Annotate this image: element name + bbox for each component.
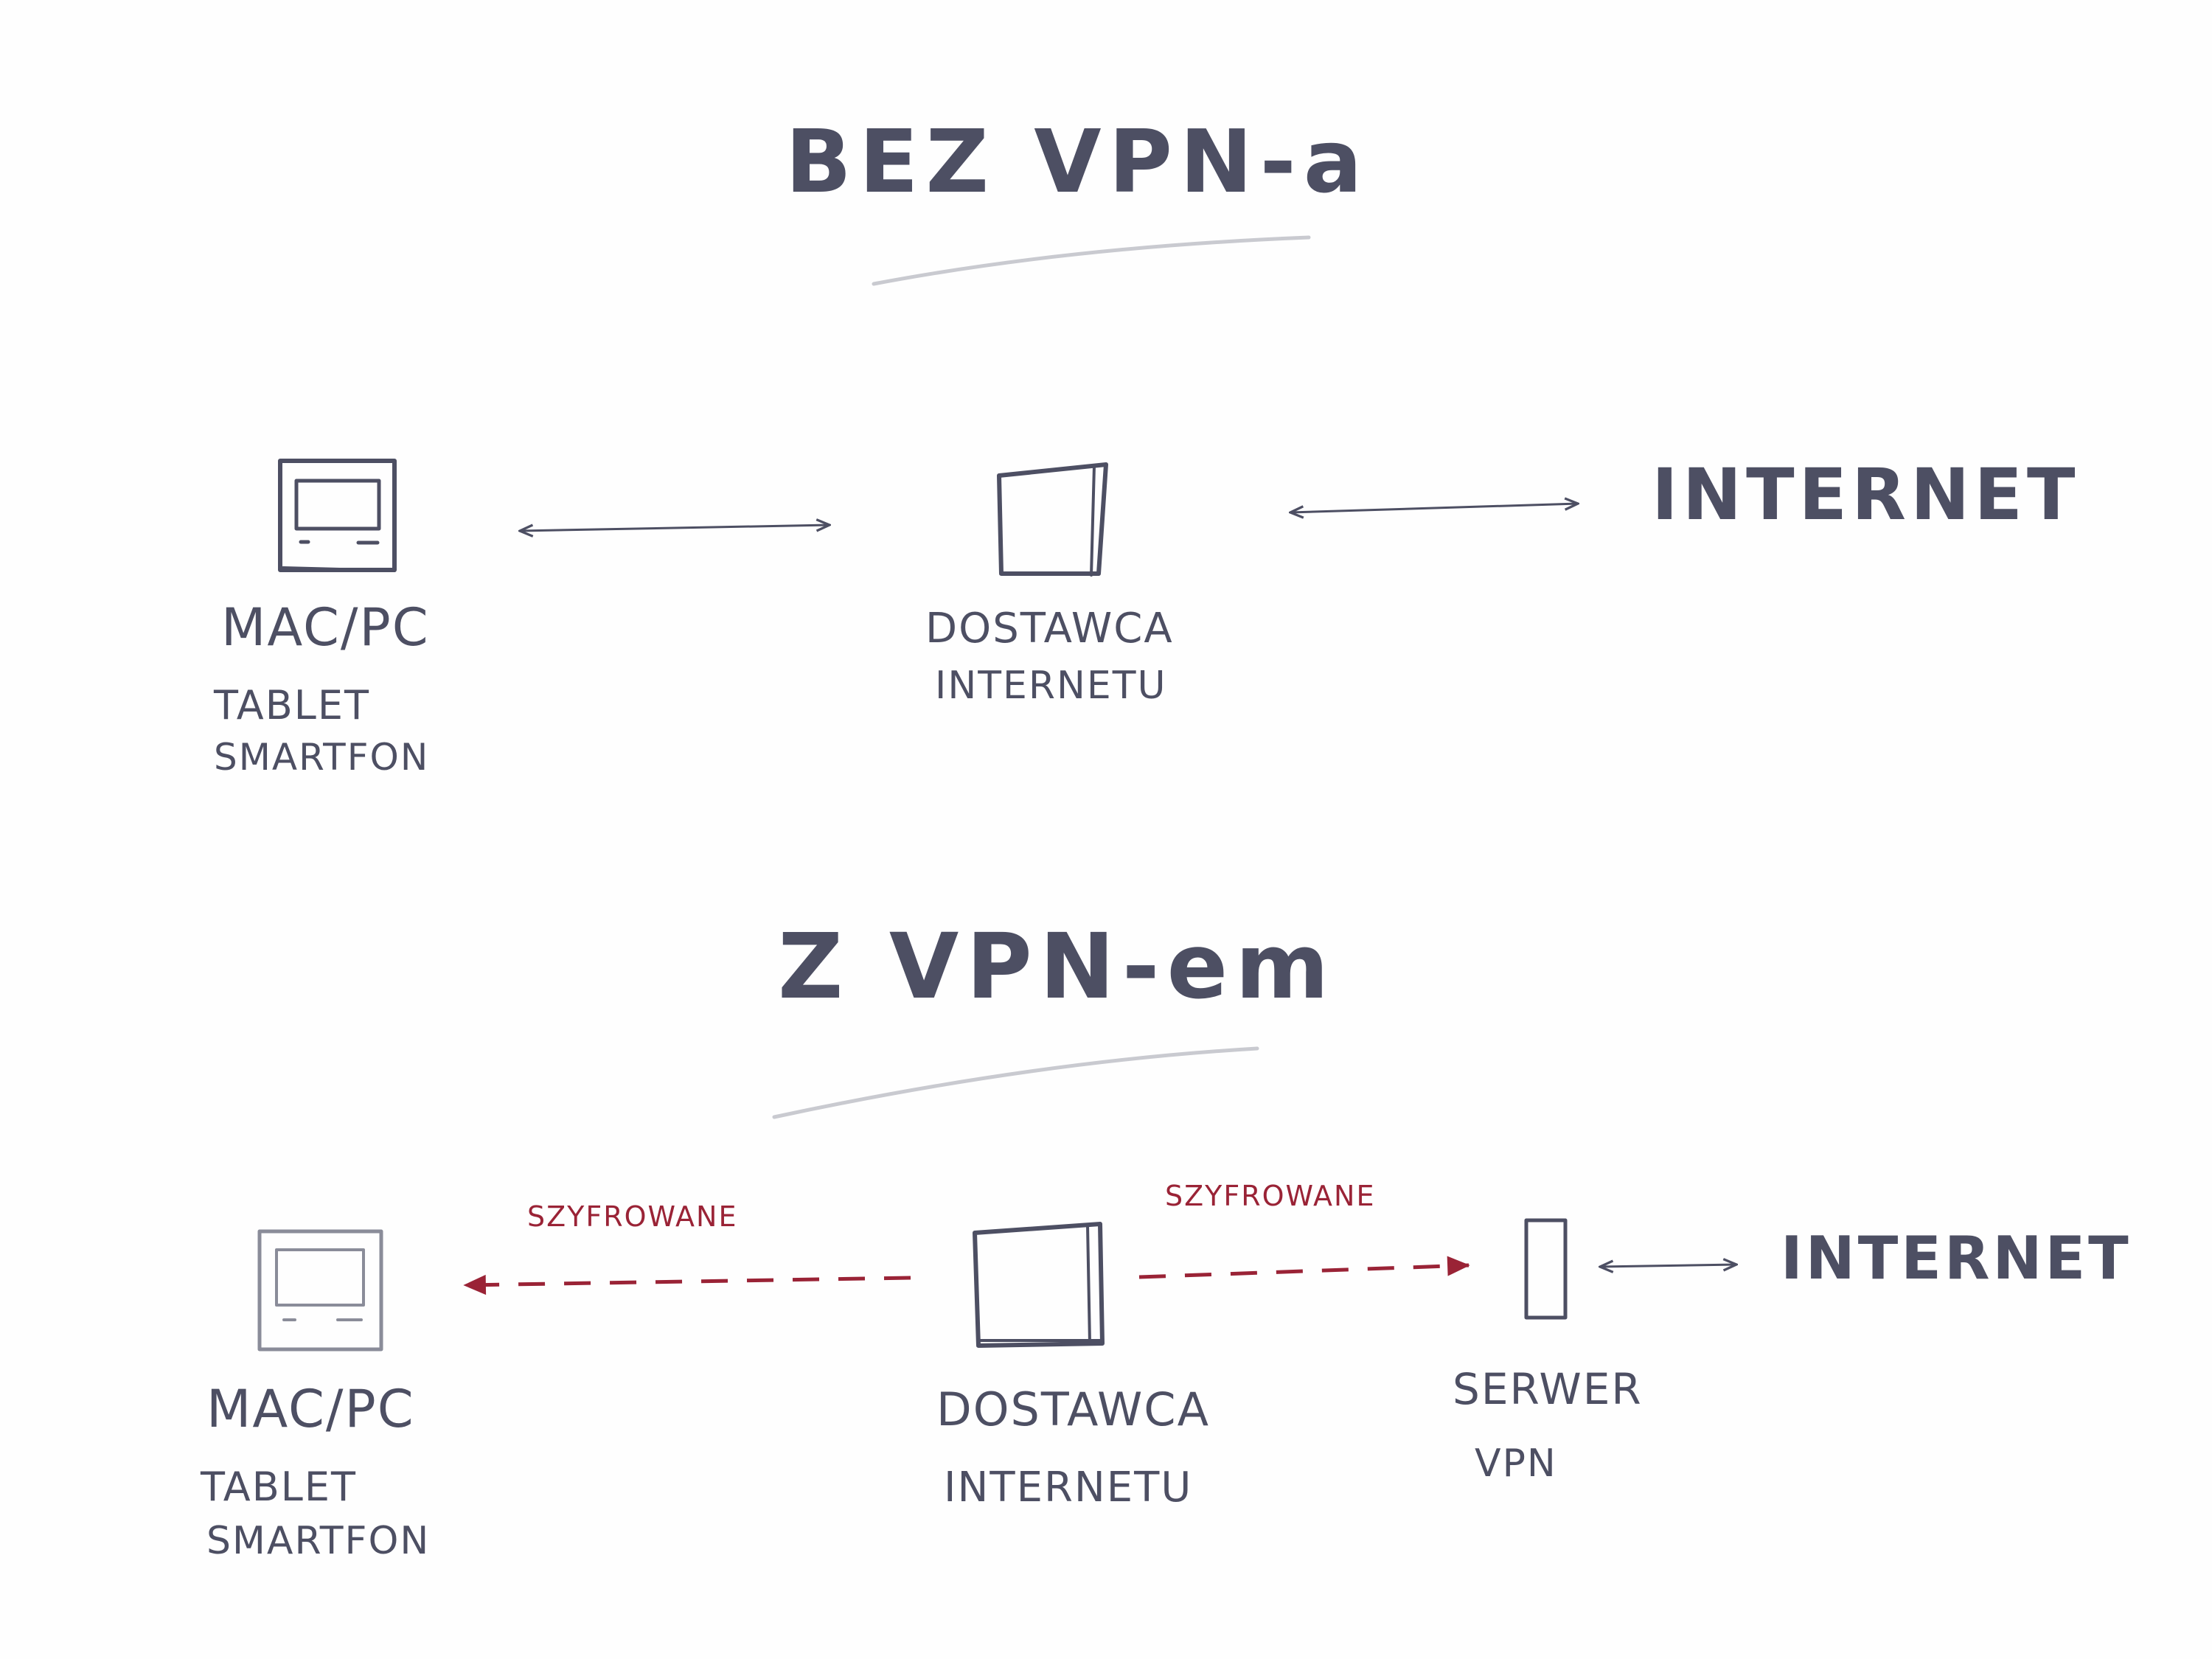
double-arrow-vpn-internet — [1600, 1265, 1736, 1267]
isp-label: INTERNETU — [935, 664, 1167, 708]
encrypted-label: SZYFROWANE — [1165, 1180, 1376, 1212]
vpn-server-label: VPN — [1475, 1441, 1557, 1486]
title-underline — [872, 235, 1311, 286]
internet-label: INTERNET — [1781, 1224, 2132, 1293]
isp-box-icon — [997, 462, 1108, 577]
vpn-server-label: SERWER — [1453, 1364, 1643, 1414]
isp-label: DOSTAWCA — [936, 1382, 1210, 1436]
section-title-without-vpn: BEZ VPN-a — [785, 111, 1370, 212]
isp-box-icon — [973, 1222, 1105, 1348]
device-sublabel: SMARTFON — [214, 736, 430, 779]
device-sublabel: SMARTFON — [206, 1519, 431, 1563]
title-underline — [772, 1046, 1259, 1119]
double-arrow-device-isp — [520, 525, 830, 531]
section-title-with-vpn: Z VPN-em — [778, 914, 1337, 1019]
computer-icon — [257, 1229, 383, 1352]
isp-label: DOSTAWCA — [925, 605, 1174, 653]
vpn-server-icon — [1524, 1218, 1568, 1320]
device-label: MAC/PC — [221, 597, 430, 658]
device-sublabel: TABLET — [201, 1464, 357, 1510]
internet-label: INTERNET — [1652, 453, 2080, 536]
device-sublabel: TABLET — [214, 682, 370, 728]
isp-label: INTERNETU — [944, 1464, 1193, 1512]
encrypted-arrow-to-vpn-server — [1138, 1256, 1470, 1279]
device-label: MAC/PC — [206, 1379, 415, 1439]
computer-icon — [278, 459, 397, 572]
encrypted-arrow-to-device — [463, 1274, 911, 1295]
double-arrow-isp-internet — [1290, 504, 1578, 512]
encrypted-label: SZYFROWANE — [527, 1200, 738, 1233]
